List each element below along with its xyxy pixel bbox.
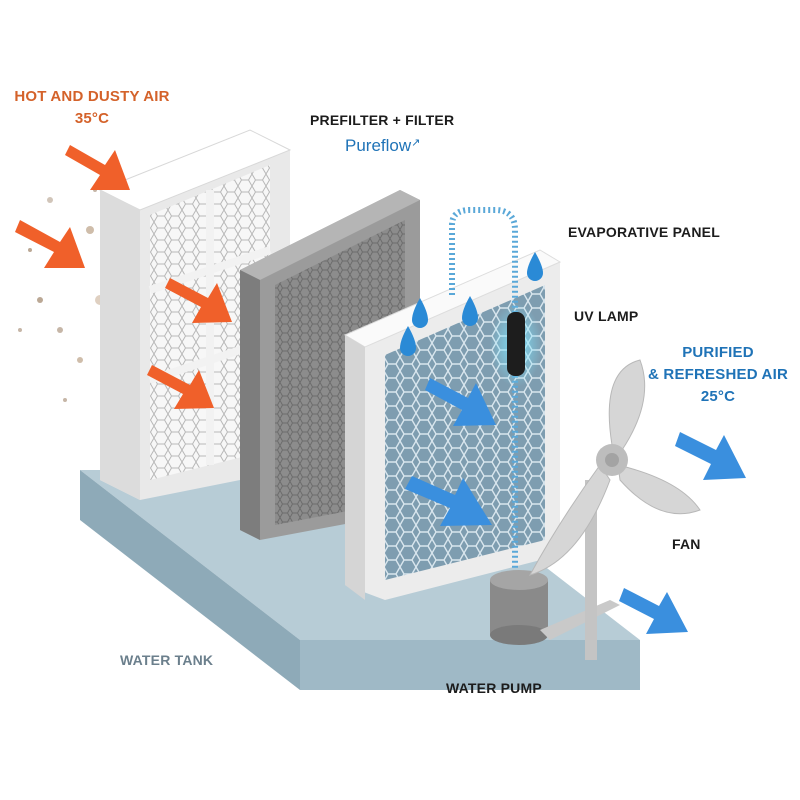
cool-air-arrows	[405, 378, 746, 634]
purified-air-temperature: 25°C	[700, 388, 736, 405]
purified-air-line1: PURIFIED	[682, 344, 754, 361]
prefilter-label: PREFILTER + FILTER	[310, 112, 455, 128]
water-tank-label: WATER TANK	[120, 652, 214, 668]
fan	[528, 359, 701, 660]
hot-air-label: HOT AND DUSTY AIR 35°C	[12, 86, 172, 130]
uv-lamp-label: UV LAMP	[574, 308, 639, 324]
uv-lamp	[490, 303, 542, 387]
evaporative-panel-label: EVAPORATIVE PANEL	[568, 224, 720, 240]
water-pipe	[449, 207, 518, 580]
water-pump	[490, 570, 548, 645]
hot-air-temperature: 35°C	[74, 110, 110, 127]
brand-name: Pureflow	[345, 136, 412, 155]
purified-air-line2: & REFRESHED AIR	[648, 366, 788, 383]
fan-label: FAN	[672, 536, 701, 552]
purified-air-label: PURIFIED & REFRESHED AIR 25°C	[638, 342, 798, 408]
hot-air-arrows	[15, 145, 232, 409]
brand-logo: Pureflow↗	[345, 136, 420, 156]
water-drops	[400, 252, 543, 356]
brand-arrow-icon: ↗	[411, 137, 421, 149]
hot-air-title: HOT AND DUSTY AIR	[14, 88, 170, 105]
water-pump-label: WATER PUMP	[446, 680, 542, 696]
